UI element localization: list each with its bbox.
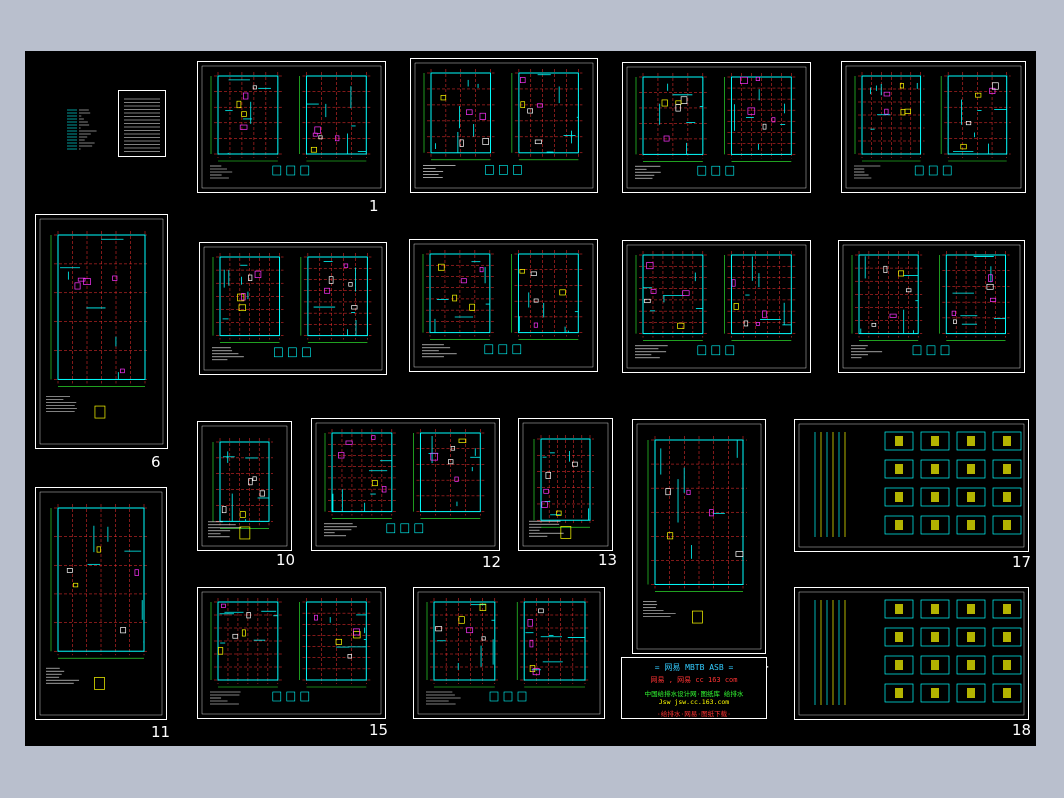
sheet-number-10: 10: [276, 551, 296, 569]
sheet-9a[interactable]: [622, 240, 811, 373]
sheet-index[interactable]: [63, 106, 113, 156]
sheet-18[interactable]: [794, 587, 1029, 720]
sheet-number-17: 17: [1012, 553, 1032, 571]
sheet-number-15: 15: [369, 721, 389, 739]
sheet-number-11: 11: [151, 723, 171, 741]
sheet-7[interactable]: [199, 242, 387, 375]
sheet-10[interactable]: [197, 421, 292, 551]
legend-line-2: 网易 , 网易 cc 163 com: [650, 676, 738, 684]
sheet-15[interactable]: [197, 587, 386, 719]
sheet-3[interactable]: [622, 62, 811, 193]
legend-line-5: ·给排水·网易·图纸下载·: [656, 710, 732, 718]
sheet-number-13: 13: [598, 551, 618, 569]
sheet-number-6: 6: [151, 453, 161, 471]
sheet-9b[interactable]: [838, 240, 1025, 373]
legend-line-4: Jsw jsw.cc.163.com: [658, 698, 730, 706]
sheet-13[interactable]: [518, 418, 613, 551]
sheet-1[interactable]: [197, 61, 386, 193]
sheet-cover-table[interactable]: [118, 90, 166, 157]
title-block-legend: = 网易 MBTB ASB = 网易 , 网易 cc 163 com 中国给排水…: [621, 657, 767, 719]
sheet-6[interactable]: [35, 214, 168, 449]
sheet-number-1: 1: [369, 197, 379, 215]
sheet-14[interactable]: [632, 419, 766, 654]
sheet-17[interactable]: [794, 419, 1029, 552]
sheet-2[interactable]: [410, 58, 598, 193]
sheet-8[interactable]: [409, 239, 598, 372]
legend-line-3: 中国给排水设计网·图纸库 给排水: [644, 690, 744, 698]
sheet-12[interactable]: [311, 418, 500, 551]
legend-line-1: = 网易 MBTB ASB =: [654, 663, 734, 672]
sheet-16[interactable]: [413, 587, 605, 719]
sheet-11[interactable]: [35, 487, 167, 720]
sheet-number-18: 18: [1012, 721, 1032, 739]
sheet-4[interactable]: [841, 61, 1026, 193]
sheet-number-12: 12: [482, 553, 502, 571]
